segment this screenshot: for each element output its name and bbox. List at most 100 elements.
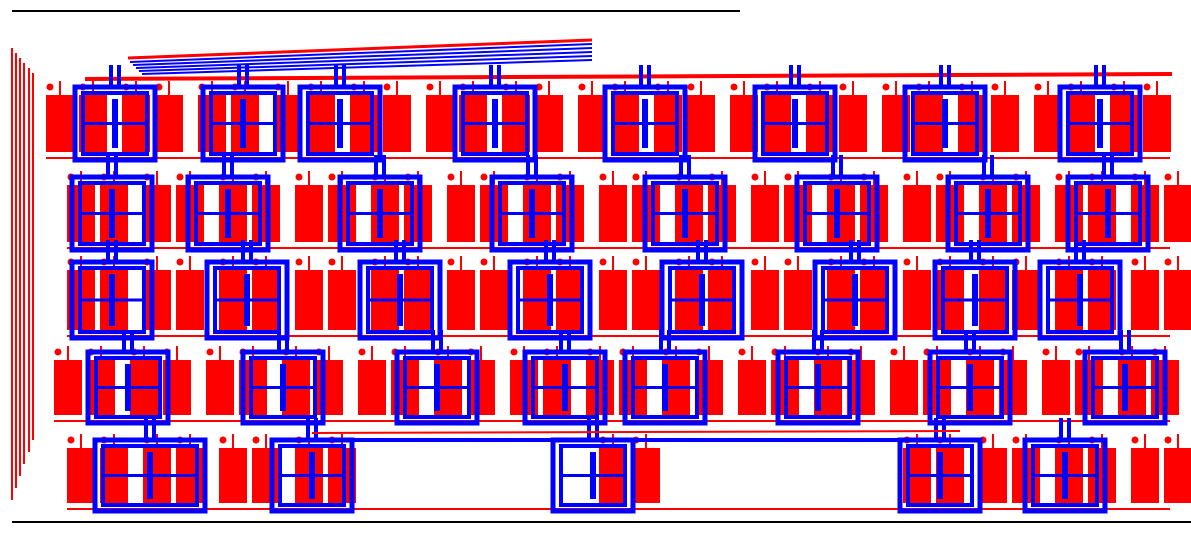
pad: [890, 360, 918, 415]
via: [839, 83, 847, 91]
via: [46, 83, 54, 91]
via: [1131, 436, 1139, 444]
trace-loop: [902, 84, 988, 163]
pad: [839, 95, 867, 152]
trace-loop: [452, 84, 538, 163]
via: [426, 83, 434, 91]
trace-loop: [522, 349, 608, 426]
pad: [176, 270, 204, 330]
via: [890, 348, 898, 356]
via: [578, 83, 586, 91]
via: [219, 436, 227, 444]
pad: [991, 95, 1019, 152]
pad: [447, 185, 475, 242]
trace-loop: [602, 84, 688, 163]
trace-loop: [622, 349, 708, 426]
via: [447, 173, 455, 181]
pad: [447, 270, 475, 330]
pad: [383, 95, 411, 152]
pad: [632, 448, 660, 503]
via: [599, 258, 607, 266]
via: [991, 83, 999, 91]
pad: [1164, 185, 1191, 242]
pad: [1042, 360, 1070, 415]
pad: [1131, 448, 1159, 503]
pad: [687, 95, 715, 152]
trace-loop: [394, 349, 480, 426]
pad: [784, 270, 812, 330]
pad: [426, 95, 454, 152]
pad: [295, 270, 323, 330]
pad: [274, 95, 302, 152]
via: [480, 173, 488, 181]
via: [383, 83, 391, 91]
via: [599, 173, 607, 181]
trace-loop: [1065, 174, 1151, 253]
via: [687, 83, 695, 91]
pad: [1143, 95, 1171, 152]
top-fan-trace: [135, 51, 593, 69]
via: [751, 173, 759, 181]
pad: [751, 185, 779, 242]
trace-loop: [185, 174, 271, 253]
via: [1034, 83, 1042, 91]
trace-loop: [85, 349, 171, 426]
trace-loop: [1022, 437, 1108, 514]
via: [1164, 173, 1172, 181]
pad: [1164, 448, 1191, 503]
pad: [1034, 95, 1062, 152]
via: [632, 258, 640, 266]
bottom-red-trace: [311, 430, 961, 434]
via: [206, 348, 214, 356]
pad: [1164, 270, 1191, 330]
via: [784, 258, 792, 266]
via: [936, 173, 944, 181]
via: [510, 348, 518, 356]
via: [730, 83, 738, 91]
pad: [328, 270, 356, 330]
trace-loop: [794, 174, 880, 253]
via: [903, 258, 911, 266]
pad: [467, 360, 495, 415]
pad: [143, 185, 171, 242]
trace-loop: [240, 349, 326, 426]
pad: [143, 270, 171, 330]
via: [1164, 258, 1172, 266]
via: [358, 348, 366, 356]
via: [882, 83, 890, 91]
via: [632, 173, 640, 181]
trace-loop: [812, 259, 898, 341]
trace-loop: [1057, 84, 1143, 163]
pad: [295, 185, 323, 242]
pad: [695, 360, 723, 415]
trace-loop: [204, 259, 290, 341]
via: [903, 173, 911, 181]
pad: [480, 270, 508, 330]
via: [328, 258, 336, 266]
top-bus-trace: [84, 72, 1173, 81]
trace-loop: [642, 174, 728, 253]
via: [54, 348, 62, 356]
pad: [578, 95, 606, 152]
trace-loop: [357, 259, 443, 341]
via: [784, 173, 792, 181]
trace-loop: [92, 437, 208, 514]
pad: [903, 185, 931, 242]
via: [176, 258, 184, 266]
top-fan-trace: [129, 43, 593, 63]
top-fan-trace: [138, 55, 593, 72]
trace-loop: [1037, 259, 1123, 341]
pad: [535, 95, 563, 152]
via: [480, 258, 488, 266]
via: [1075, 348, 1083, 356]
via: [176, 173, 184, 181]
pad: [219, 448, 247, 503]
via: [1012, 436, 1020, 444]
via: [1164, 436, 1172, 444]
trace-loop: [927, 349, 1013, 426]
top-fan-trace: [141, 59, 593, 75]
trace-loop: [337, 174, 423, 253]
via: [738, 348, 746, 356]
trace-loop: [69, 174, 155, 253]
